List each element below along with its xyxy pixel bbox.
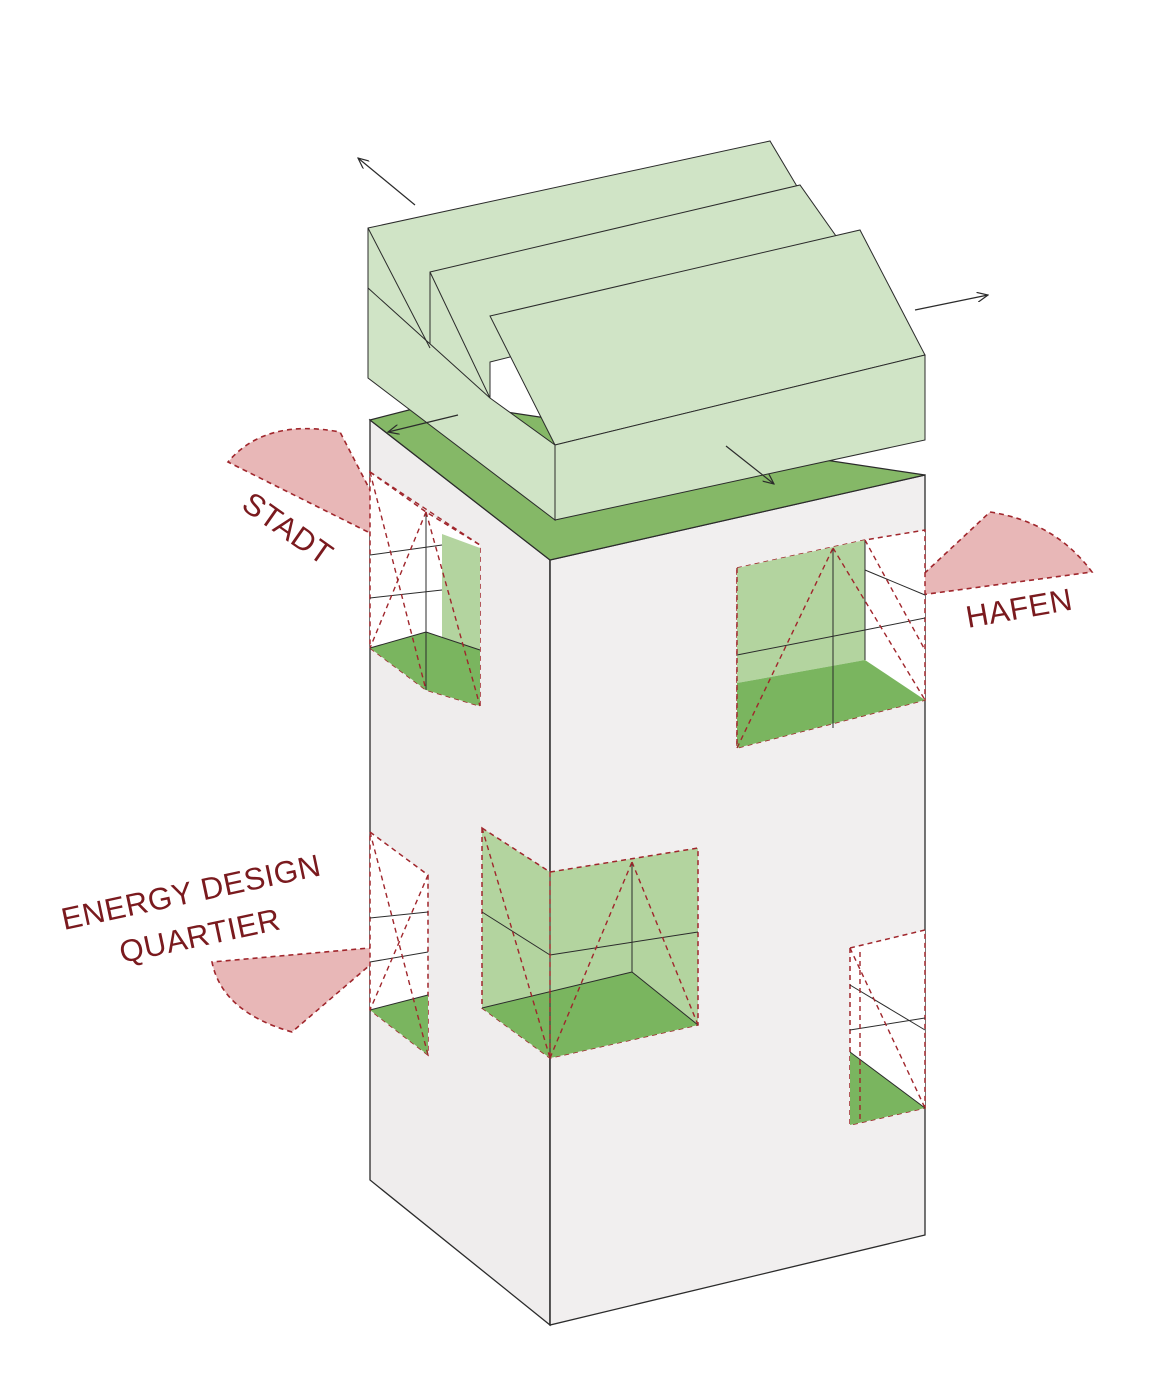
roof-fold-1 <box>367 227 431 349</box>
roof-front-face <box>554 354 926 521</box>
arrow-down-right <box>725 445 774 484</box>
arrow-up-left <box>358 158 416 206</box>
window-middle-corner <box>481 826 699 1059</box>
window-upper-left-corner <box>369 470 481 708</box>
window-floor-green <box>370 632 480 706</box>
roof-arrows <box>358 158 988 484</box>
window-lower-left <box>369 830 429 1057</box>
roof-fold-2 <box>429 271 491 399</box>
window-upper-right <box>736 529 926 749</box>
roof-volume <box>367 140 926 522</box>
window-lower-right <box>849 929 926 1126</box>
arrow-down-left <box>388 414 459 432</box>
view-fans <box>211 427 1094 1033</box>
view-fan-stadt <box>226 427 402 550</box>
window-floor-green <box>482 972 698 1058</box>
view-fan-energy-design-quartier <box>211 944 395 1033</box>
arrow-right <box>914 295 988 311</box>
view-fan-hafen <box>895 511 1094 600</box>
label-hafen: HAFEN <box>963 582 1075 635</box>
window-floor-green <box>370 995 428 1055</box>
window-floor-green <box>850 1052 925 1125</box>
window-floor-green <box>737 660 925 748</box>
